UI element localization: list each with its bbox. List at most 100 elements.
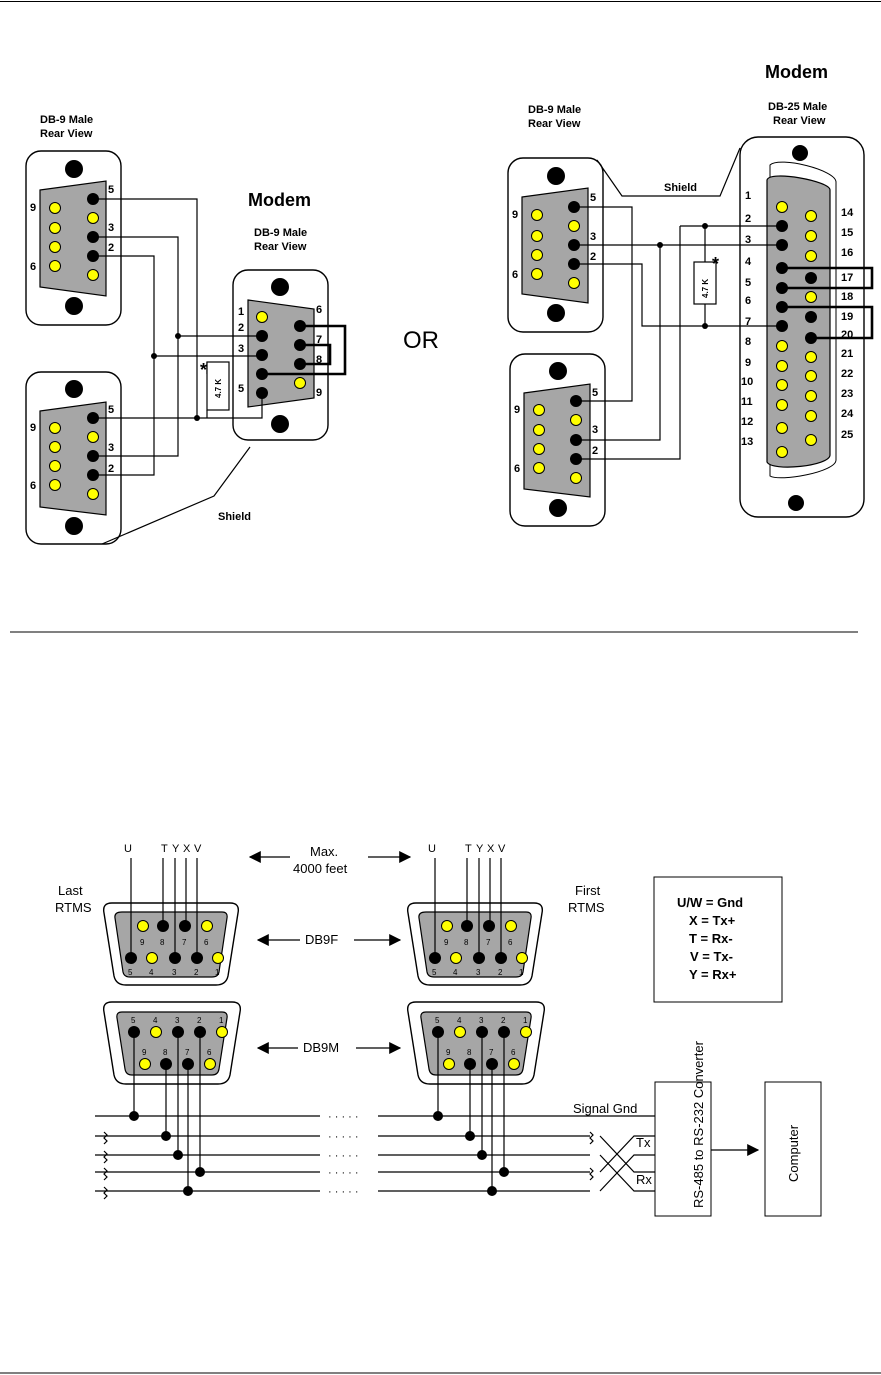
left-db9-title-1: DB-9 Male (40, 114, 93, 126)
resistor-left-label: 4.7 K (214, 379, 223, 398)
legend-line-5: Y = Rx+ (689, 967, 737, 982)
db25-pin-label-12: 12 (741, 416, 753, 428)
db9m-right-pin-7: 7 (489, 1048, 494, 1057)
db9m-left-pin-8: 8 (163, 1048, 168, 1057)
resistor-right: 4.7 K * (693, 254, 719, 305)
wire-letter-v-right: V (498, 843, 506, 855)
modem-title-left: Modem (248, 190, 311, 210)
db9f-left-pin-4: 4 (149, 968, 154, 977)
modem-pin-label-5: 5 (238, 383, 244, 395)
signal-gnd-label: Signal Gnd (573, 1101, 637, 1116)
db9f-last-rtms: 9 8 7 6 5 4 3 2 1 (102, 902, 240, 986)
db25-pin-label-18: 18 (841, 291, 853, 303)
db9f-left-pin-3: 3 (172, 968, 177, 977)
db9f-right-pin-3: 3 (476, 968, 481, 977)
modem-db9-title-2: Rear View (254, 241, 307, 253)
db25-pin-label-3: 3 (745, 234, 751, 246)
db9m-left-pin-6: 6 (207, 1048, 212, 1057)
shield-right-wire (596, 147, 741, 197)
db25-pin-label-8: 8 (745, 336, 751, 348)
db25-pin-label-2: 2 (745, 213, 751, 225)
db9-right-upper-pin-label-2: 2 (590, 251, 596, 263)
db9m-right-pin-6: 6 (511, 1048, 516, 1057)
top-left-diagram: DB-9 Male Rear View 9 6 5 3 2 9 6 5 (25, 114, 347, 545)
db9-lower-pin-label-3: 3 (108, 442, 114, 454)
db25-pin-label-11: 11 (741, 396, 753, 408)
db25-pin-label-25: 25 (841, 429, 853, 441)
db25-pin-label-9: 9 (745, 357, 751, 369)
wire-letter-y-right: Y (476, 843, 484, 855)
modem-db9-connector: 1 2 3 5 6 7 8 9 (232, 269, 329, 441)
db25-pin-label-22: 22 (841, 368, 853, 380)
wire-letter-u-right: U (428, 843, 436, 855)
db9-right-upper-pin-label-6: 6 (512, 269, 518, 281)
db9-connector-lower: 9 6 5 3 2 (25, 371, 122, 545)
pin-legend: U/W = Gnd X = Tx+ T = Rx- V = Tx- Y = Rx… (653, 876, 783, 1003)
db25-pin-label-17: 17 (841, 272, 853, 284)
left-db9-title-2: Rear View (40, 128, 93, 140)
db9f-label: DB9F (305, 932, 338, 947)
db9m-left-pin-5: 5 (131, 1016, 136, 1025)
db9f-right-pin-9: 9 (444, 938, 449, 947)
tx-label: Tx (636, 1135, 651, 1150)
db9m-right-pin-5: 5 (435, 1016, 440, 1025)
db25-pin-label-15: 15 (841, 227, 853, 239)
resistor-right-label: 4.7 K (701, 279, 710, 298)
db25-pin-label-19: 19 (841, 311, 853, 323)
db25-pin-label-13: 13 (741, 436, 753, 448)
shield-right-label: Shield (664, 182, 697, 194)
db9-upper-pin-label-2: 2 (108, 242, 114, 254)
db25-pin-label-6: 6 (745, 295, 751, 307)
modem-pin-label-9: 9 (316, 387, 322, 399)
modem-pin-label-3: 3 (238, 343, 244, 355)
right-db9-title-2: Rear View (528, 118, 581, 130)
db9f-right-pin-7: 7 (486, 938, 491, 947)
db9m-last-rtms: 5 4 3 2 1 9 8 7 6 (102, 1001, 242, 1085)
legend-line-1: U/W = Gnd (677, 895, 743, 910)
db9m-left-pin-3: 3 (175, 1016, 180, 1025)
db9-lower-pin-label-9: 9 (30, 422, 36, 434)
db9m-first-rtms: 5 4 3 2 1 9 8 7 6 (406, 1001, 546, 1085)
rx-label: Rx (636, 1172, 652, 1187)
wire-letter-y-left: Y (172, 843, 180, 855)
db9-upper-pin-label-5: 5 (108, 184, 114, 196)
db9-lower-pin-label-2: 2 (108, 463, 114, 475)
resistor-left: 4.7 K * (200, 360, 230, 411)
db9-right-lower-pin-label-6: 6 (514, 463, 520, 475)
right-vertical-wires (434, 858, 505, 1191)
db9f-right-pin-8: 8 (464, 938, 469, 947)
db9f-right-pin-4: 4 (453, 968, 458, 977)
converter-box (654, 1081, 712, 1217)
left-vertical-wires (130, 858, 201, 1191)
db9f-left-pin-9: 9 (140, 938, 145, 947)
db9m-left-pin-4: 4 (153, 1016, 158, 1025)
db9f-left-pin-5: 5 (128, 968, 133, 977)
db9-right-lower-pin-label-5: 5 (592, 387, 598, 399)
db9m-right-pin-4: 4 (457, 1016, 462, 1025)
bus-break-4: · · · · · (328, 1167, 359, 1179)
bus-break-3: · · · · · (328, 1150, 359, 1162)
db25-pin-label-24: 24 (841, 408, 854, 420)
wire-letter-t-right: T (465, 843, 472, 855)
bus-break-2: · · · · · (328, 1131, 359, 1143)
resistor-right-mark: * (712, 254, 719, 274)
db9-connector-right-lower: 9 6 5 3 2 (509, 353, 606, 527)
computer-box (764, 1081, 822, 1217)
legend-line-3: T = Rx- (689, 931, 733, 946)
db25-title-2: Rear View (773, 115, 826, 127)
db9m-label: DB9M (303, 1040, 339, 1055)
first-rtms-label-2: RTMS (568, 900, 605, 915)
top-right-wires (574, 206, 782, 460)
db25-pin-label-5: 5 (745, 277, 751, 289)
bottom-diagram: U T Y X V U T Y X V Max. 4000 feet Last … (55, 843, 822, 1217)
modem-pin-label-2: 2 (238, 322, 244, 334)
db25-pin-label-7: 7 (745, 316, 751, 328)
db9m-right-pin-3: 3 (479, 1016, 484, 1025)
modem-pin-label-8: 8 (316, 354, 322, 366)
modem-pin-label-7: 7 (316, 334, 322, 346)
top-left-wires (93, 198, 263, 476)
rs485-bus (95, 1111, 655, 1200)
top-right-diagram: Modem DB-25 Male Rear View DB-9 Male Rea… (507, 62, 874, 527)
db9-upper-pin-label-6: 6 (30, 261, 36, 273)
